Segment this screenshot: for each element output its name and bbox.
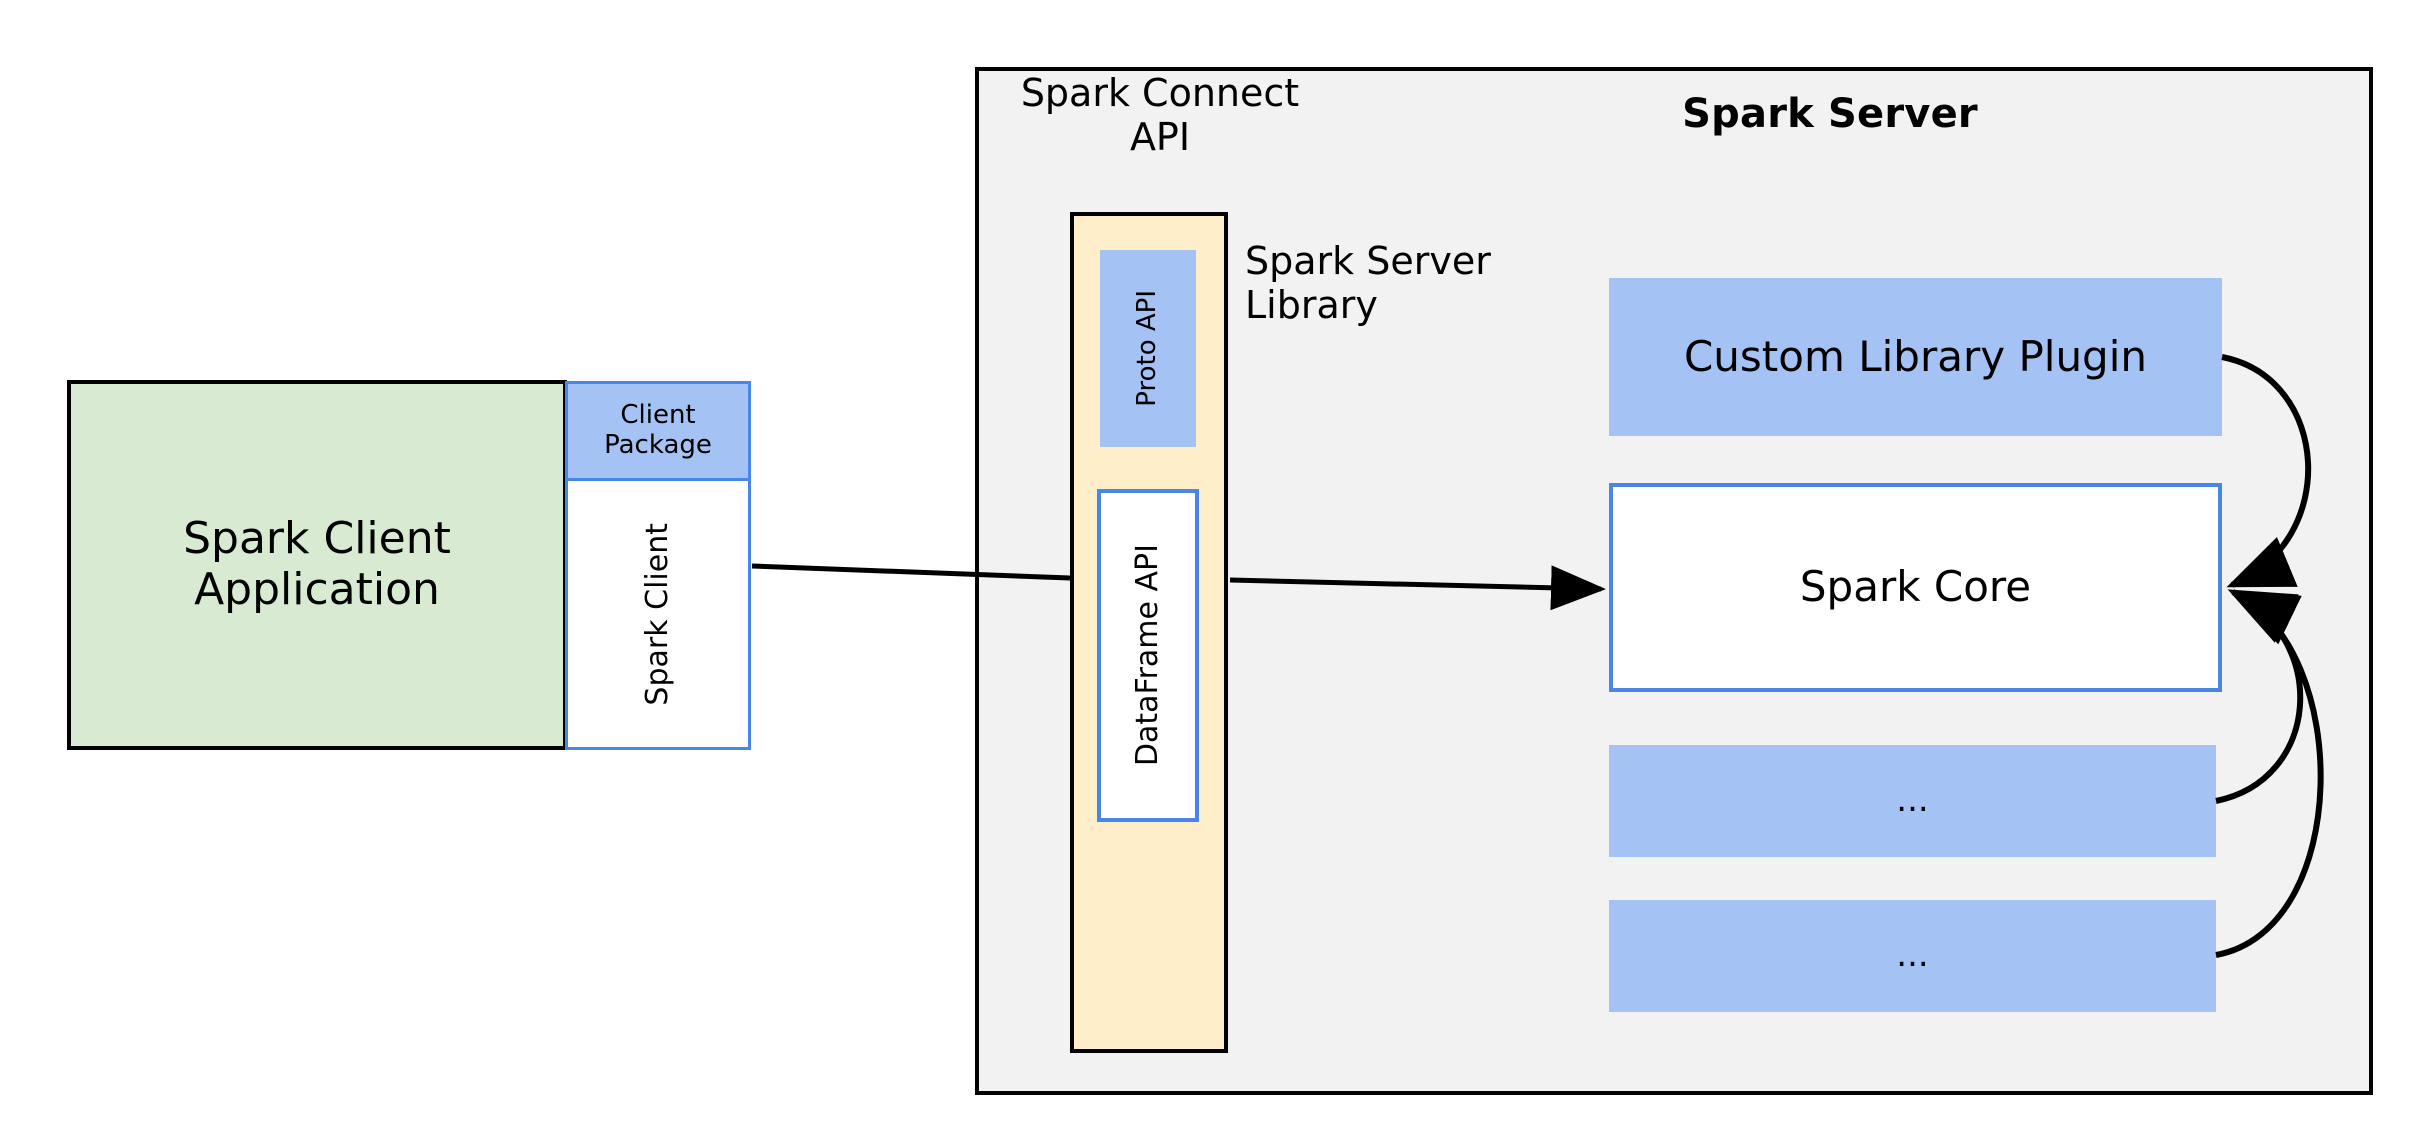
custom-library-plugin-block[interactable]: Custom Library Plugin bbox=[1609, 278, 2222, 436]
client-package-block[interactable]: Client Package bbox=[565, 381, 751, 478]
ellipsis-label-2: ... bbox=[1896, 935, 1929, 976]
spark-connect-api-label-line2: API bbox=[1129, 115, 1191, 159]
custom-library-plugin-label: Custom Library Plugin bbox=[1683, 331, 2148, 381]
spark-server-library-label-line1: Spark Server bbox=[1245, 239, 1491, 283]
client-package-label-line2: Package bbox=[604, 430, 712, 460]
ellipsis-label-1: ... bbox=[1896, 780, 1929, 821]
spark-server-library-label-line2: Library bbox=[1245, 282, 1378, 327]
spark-core-block[interactable]: Spark Core bbox=[1609, 483, 2222, 692]
spark-client-block[interactable]: Spark Client bbox=[565, 478, 751, 750]
client-package-label-line1: Client bbox=[620, 400, 696, 431]
ellipsis-block-2[interactable]: ... bbox=[1609, 900, 2216, 1012]
spark-client-application-label-line1: Spark Client bbox=[183, 513, 451, 565]
proto-api-block[interactable]: Proto API bbox=[1100, 250, 1196, 447]
spark-client-application-label-line2: Application bbox=[194, 564, 440, 615]
dataframe-api-label: DataFrame API bbox=[1129, 544, 1165, 767]
spark-server-library-label: Spark Server Library bbox=[1245, 239, 1545, 340]
spark-server-title: Spark Server bbox=[1682, 91, 1978, 137]
proto-api-label: Proto API bbox=[1132, 290, 1163, 407]
dataframe-api-block[interactable]: DataFrame API bbox=[1097, 489, 1199, 822]
spark-core-label: Spark Core bbox=[1799, 562, 2032, 612]
ellipsis-block-1[interactable]: ... bbox=[1609, 745, 2216, 857]
spark-connect-api-label-line1: Spark Connect bbox=[1020, 71, 1300, 116]
spark-client-application-block[interactable]: Spark Client Application bbox=[67, 380, 567, 750]
spark-client-label: Spark Client bbox=[639, 522, 675, 706]
spark-connect-api-label: Spark Connect API bbox=[1000, 68, 1320, 164]
